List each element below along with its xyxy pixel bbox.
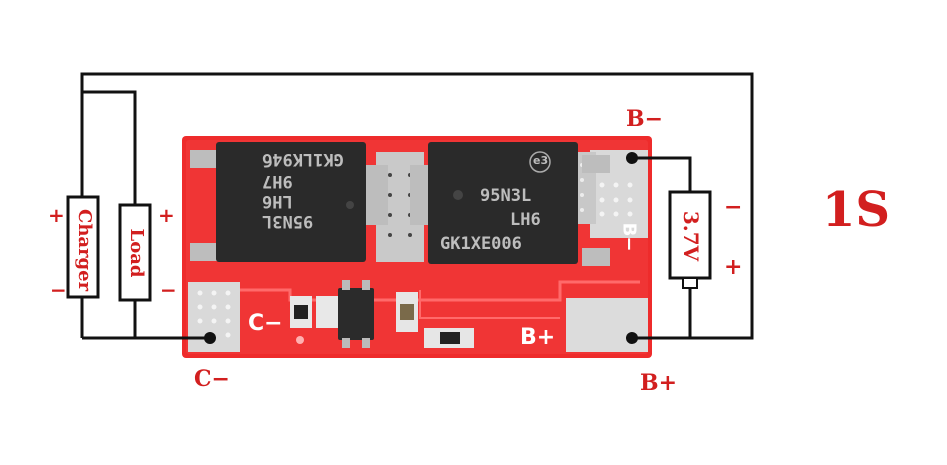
right-mosfet-marking-1: 95N3L bbox=[480, 186, 532, 206]
b-plus-pad bbox=[566, 298, 648, 352]
load-plus-sign: + bbox=[158, 203, 175, 227]
battery-component bbox=[668, 190, 712, 289]
charger-component bbox=[66, 195, 100, 299]
c-minus-label: C− bbox=[194, 366, 230, 392]
b-minus-label: B− bbox=[626, 106, 664, 132]
title-1s: 1S bbox=[822, 182, 891, 238]
left-mosfet-marking-4: 95N3L bbox=[262, 211, 314, 231]
c-minus-pad bbox=[188, 282, 240, 352]
battery-minus-sign: − bbox=[724, 194, 743, 220]
wires bbox=[80, 72, 754, 340]
left-mosfet bbox=[190, 142, 388, 262]
terminal-dots bbox=[204, 152, 638, 344]
right-mosfet-marking-2: LH6 bbox=[510, 210, 541, 230]
right-mosfet bbox=[410, 142, 610, 266]
b-plus-label: B+ bbox=[640, 370, 678, 396]
load-label: Load bbox=[126, 228, 147, 278]
pcb-c-minus-label: C− bbox=[248, 311, 283, 336]
smd-components bbox=[290, 280, 474, 348]
right-mosfet-e3-mark: e3 bbox=[533, 154, 549, 167]
pcb-b-plus-label: B+ bbox=[520, 325, 556, 350]
left-mosfet-marking-2: 9H7 bbox=[262, 171, 293, 191]
left-mosfet-marking-3: LH6 bbox=[262, 191, 293, 211]
load-component bbox=[118, 203, 152, 302]
pcb-b-minus-label: B− bbox=[618, 222, 640, 252]
charger-label: Charger bbox=[74, 209, 95, 292]
battery-label: 3.7V bbox=[679, 210, 703, 262]
charger-minus-sign: − bbox=[50, 278, 67, 302]
right-mosfet-marking-3: GK1XE006 bbox=[440, 234, 522, 254]
charger-plus-sign: + bbox=[48, 203, 65, 227]
left-mosfet-marking-1: GK1LK94б bbox=[262, 149, 344, 169]
battery-plus-sign: + bbox=[724, 254, 743, 280]
load-minus-sign: − bbox=[160, 278, 177, 302]
